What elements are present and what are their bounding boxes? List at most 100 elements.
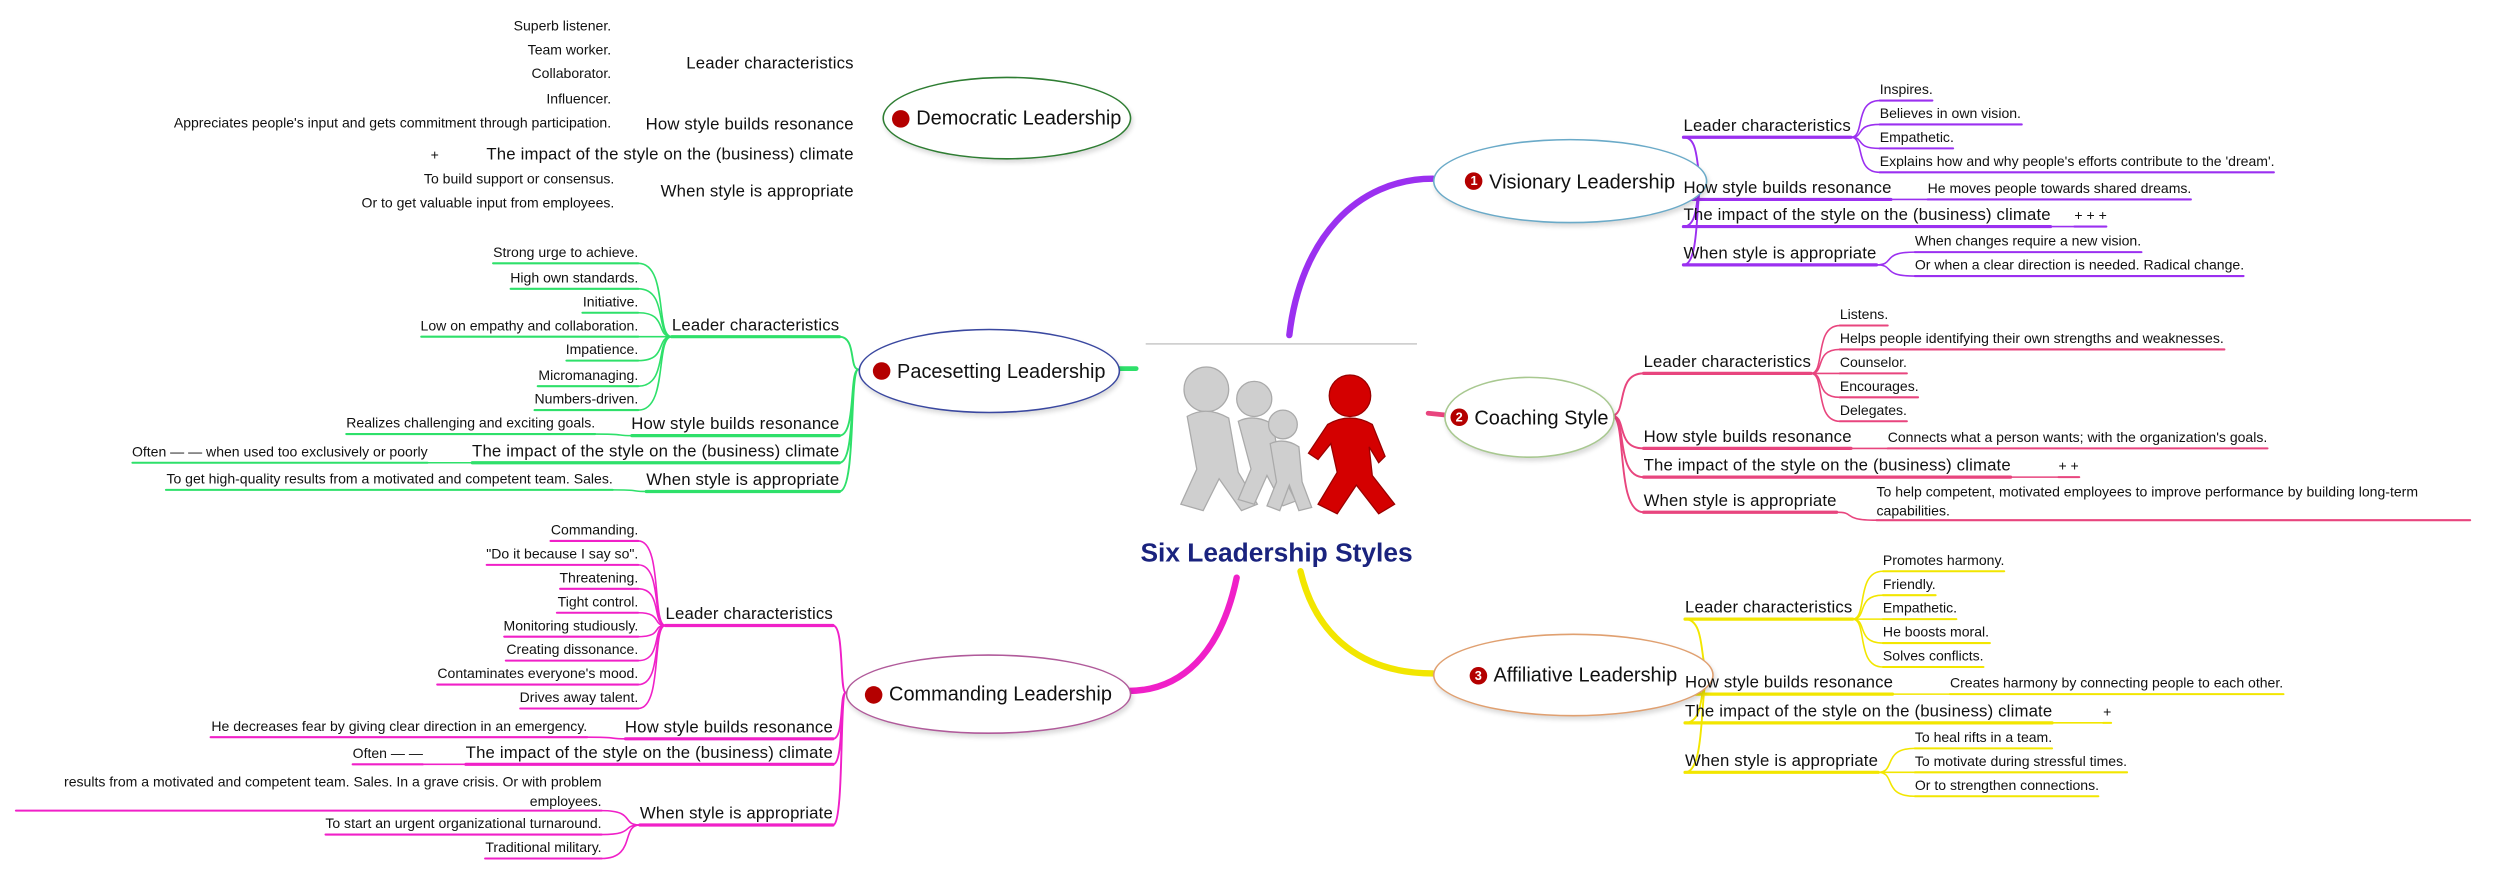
- leaf-item[interactable]: "Do it because I say so".: [486, 545, 639, 562]
- topic-label[interactable]: The impact of the style on the (business…: [1643, 456, 2011, 476]
- node-visionary[interactable]: 1 Visionary Leadership: [1432, 138, 1708, 224]
- leaf-item[interactable]: Believes in own vision.: [1879, 105, 2021, 122]
- topic-label[interactable]: When style is appropriate: [1685, 751, 1879, 771]
- leaf-item[interactable]: Empathetic.: [1882, 599, 1958, 616]
- leaf-item[interactable]: Solves conflicts.: [1882, 647, 1984, 664]
- node-label-visionary: Visionary Leadership: [1489, 169, 1676, 193]
- leaf-item[interactable]: Collaborator.: [531, 65, 612, 82]
- leaf-item[interactable]: Tight control.: [557, 593, 639, 610]
- topic-label[interactable]: The impact of the style on the (business…: [472, 442, 840, 462]
- topic-label[interactable]: How style builds resonance: [624, 718, 833, 738]
- leaf-item[interactable]: +: [430, 146, 439, 163]
- leaf-item[interactable]: Influencer.: [546, 90, 612, 107]
- leaf-item[interactable]: + + +: [2074, 207, 2107, 224]
- leaf-item[interactable]: +: [2103, 703, 2112, 720]
- priority-badge-icon: 1: [1465, 172, 1483, 190]
- leaf-item[interactable]: Encourages.: [1839, 378, 1919, 395]
- topic-label[interactable]: The impact of the style on the (business…: [1683, 205, 2051, 225]
- topic-label[interactable]: How style builds resonance: [631, 414, 840, 435]
- central-topic-image[interactable]: [1145, 343, 1417, 528]
- topic-label[interactable]: When style is appropriate: [1643, 491, 1837, 511]
- leaf-item[interactable]: Monitoring studiously.: [503, 617, 639, 634]
- leaf-item[interactable]: Promotes harmony.: [1882, 552, 2005, 569]
- leaf-item[interactable]: Often — — when used too exclusively or p…: [131, 443, 428, 460]
- topic-label[interactable]: When style is appropriate: [646, 470, 840, 490]
- node-label-affiliative: Affiliative Leadership: [1493, 663, 1678, 687]
- topic-label[interactable]: Leader characteristics: [671, 315, 840, 336]
- topic-label[interactable]: How style builds resonance: [1683, 178, 1892, 198]
- priority-badge-icon: 3: [1469, 666, 1488, 684]
- topic-label[interactable]: Leader characteristics: [1643, 352, 1811, 372]
- topic-label[interactable]: The impact of the style on the (business…: [486, 145, 854, 165]
- leaf-item[interactable]: He moves people towards shared dreams.: [1927, 180, 2192, 197]
- topic-label[interactable]: How style builds resonance: [645, 114, 854, 135]
- leaf-item[interactable]: Realizes challenging and exciting goals.: [346, 414, 596, 431]
- leaf-item[interactable]: Creating dissonance.: [506, 641, 639, 658]
- leaf-item[interactable]: To start an urgent organizational turnar…: [325, 815, 602, 832]
- leaf-item[interactable]: To get high-quality results from a motiv…: [166, 470, 613, 487]
- leaf-item[interactable]: Counselor.: [1839, 354, 1907, 371]
- leaf-item[interactable]: High own standards.: [510, 269, 639, 286]
- leaf-item[interactable]: results from a motivated and competent t…: [64, 773, 602, 810]
- topic-connector: [831, 691, 847, 826]
- leaf-item[interactable]: Listens.: [1839, 306, 1889, 323]
- leaf-item[interactable]: Strong urge to achieve.: [493, 244, 639, 261]
- leaf-item[interactable]: Inspires.: [1879, 81, 1933, 98]
- topic-label[interactable]: The impact of the style on the (business…: [465, 743, 833, 763]
- leaf-item[interactable]: Friendly.: [1882, 576, 1936, 593]
- topic-label[interactable]: Leader characteristics: [1683, 116, 1851, 136]
- leaf-item[interactable]: Drives away talent.: [519, 689, 639, 706]
- leaf-item[interactable]: To build support or consensus.: [423, 170, 615, 187]
- leaf-item[interactable]: To help competent, motivated employees t…: [1876, 483, 2419, 519]
- topic-label[interactable]: Leader characteristics: [686, 54, 854, 74]
- node-commanding[interactable]: Commanding Leadership: [845, 654, 1132, 735]
- leaf-item[interactable]: Helps people identifying their own stren…: [1839, 330, 2224, 347]
- leaf-item[interactable]: Explains how and why people's efforts co…: [1879, 153, 2275, 170]
- leaf-item[interactable]: Or to strengthen connections.: [1914, 777, 2099, 794]
- leaf-item[interactable]: Creates harmony by connecting people to …: [1949, 674, 2284, 691]
- leaf-item[interactable]: When changes require a new vision.: [1914, 232, 2142, 249]
- leaf-item[interactable]: Contaminates everyone's mood.: [437, 665, 639, 682]
- leaf-item[interactable]: Superb listener.: [513, 17, 612, 34]
- leaf-item[interactable]: Or when a clear direction is needed. Rad…: [1914, 256, 2245, 273]
- leaf-item[interactable]: Threatening.: [559, 569, 639, 586]
- leaf-item[interactable]: Traditional military.: [485, 839, 602, 856]
- leaf-connector: [1835, 511, 1878, 521]
- topic-label[interactable]: When style is appropriate: [1683, 244, 1877, 264]
- topic-label[interactable]: The impact of the style on the (business…: [1685, 702, 2053, 722]
- node-affiliative[interactable]: 3 Affiliative Leadership: [1432, 633, 1714, 717]
- leaf-item[interactable]: Team worker.: [527, 41, 612, 58]
- leaf-item[interactable]: He decreases fear by giving clear direct…: [211, 718, 588, 735]
- leaf-item[interactable]: Initiative.: [582, 293, 639, 310]
- leaf-item[interactable]: Delegates.: [1839, 402, 1907, 419]
- topic-label[interactable]: Leader characteristics: [665, 604, 833, 624]
- leaf-item[interactable]: Empathetic.: [1879, 129, 1954, 146]
- node-pacesetting[interactable]: Pacesetting Leadership: [858, 328, 1121, 414]
- leaf-item[interactable]: Appreciates people's input and gets comm…: [173, 114, 612, 131]
- leaf-item[interactable]: Micromanaging.: [538, 367, 639, 383]
- leaf-connector: [1810, 348, 1841, 375]
- leaf-connector: [637, 624, 667, 710]
- leaf-item[interactable]: Commanding.: [550, 521, 639, 538]
- leaf-item[interactable]: To heal rifts in a team.: [1914, 729, 2053, 746]
- leaf-item[interactable]: Or to get valuable input from employees.: [361, 194, 615, 211]
- leaf-item[interactable]: Low on empathy and collaboration.: [420, 317, 639, 334]
- central-topic-title[interactable]: Six Leadership Styles: [1140, 539, 1413, 569]
- leaf-item[interactable]: Connects what a person wants; with the o…: [1887, 429, 2268, 446]
- branch-commanding: [1124, 574, 1240, 695]
- topic-label[interactable]: When style is appropriate: [660, 181, 854, 202]
- topic-label[interactable]: How style builds resonance: [1685, 673, 1894, 693]
- topic-label[interactable]: Leader characteristics: [1685, 598, 1853, 618]
- node-label-pacesetting: Pacesetting Leadership: [897, 359, 1106, 383]
- topic-label[interactable]: How style builds resonance: [1643, 427, 1852, 447]
- leaf-item[interactable]: Impatience.: [565, 341, 639, 358]
- leaf-item[interactable]: Numbers-driven.: [534, 390, 639, 407]
- node-democratic[interactable]: Democratic Leadership: [882, 76, 1132, 160]
- leaf-item[interactable]: He boosts moral.: [1882, 623, 1990, 640]
- leaf-item[interactable]: Often — —: [352, 745, 423, 762]
- leaf-item[interactable]: + +: [2058, 457, 2079, 474]
- leaf-item[interactable]: To motivate during stressful times.: [1914, 753, 2128, 770]
- topic-label[interactable]: When style is appropriate: [639, 804, 833, 824]
- leaf-connector: [1851, 594, 1884, 620]
